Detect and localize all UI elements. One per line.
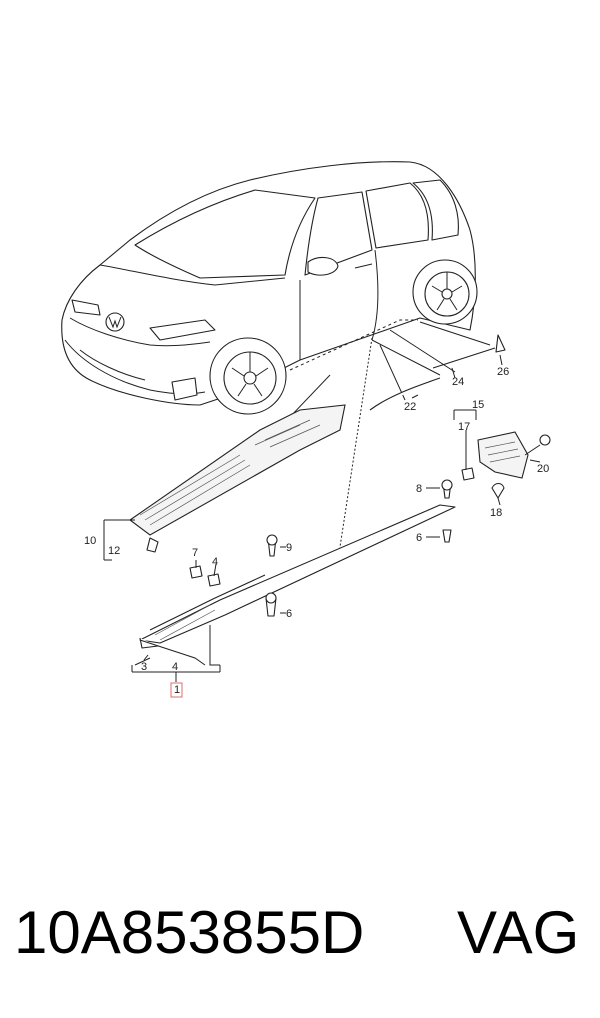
callout-18: 18 xyxy=(490,507,502,519)
callout-labels: 1 3 4 4 6 6 7 8 9 10 12 15 17 18 20 22 2… xyxy=(84,366,549,698)
callout-7: 7 xyxy=(192,547,198,559)
callout-4-clip: 4 xyxy=(212,556,218,568)
fasteners xyxy=(189,479,453,617)
callout-17: 17 xyxy=(458,421,470,433)
brand-label: VAG xyxy=(457,899,580,966)
car-illustration xyxy=(61,161,491,415)
outer-sill-panel xyxy=(139,504,456,649)
callout-26: 26 xyxy=(497,366,509,378)
inner-sill-trim xyxy=(129,404,346,553)
callout-20: 20 xyxy=(537,463,549,475)
callout-1: 1 xyxy=(174,684,180,696)
callout-8: 8 xyxy=(416,483,422,495)
moulding-strips xyxy=(369,334,506,411)
callout-1-highlight xyxy=(170,682,183,698)
callout-24: 24 xyxy=(452,376,464,388)
callout-3: 3 xyxy=(141,661,147,673)
callout-leaders xyxy=(103,354,541,682)
callout-4-bottom: 4 xyxy=(172,661,178,673)
callout-22: 22 xyxy=(404,401,416,413)
callout-9: 9 xyxy=(286,542,292,554)
parts-diagram: 1 3 4 4 6 6 7 8 9 10 12 15 17 18 20 22 2… xyxy=(61,161,551,698)
callout-10: 10 xyxy=(84,535,96,547)
callout-12: 12 xyxy=(108,545,120,557)
bracket-assembly xyxy=(461,431,551,499)
callout-6-rear: 6 xyxy=(416,532,422,544)
part-number-label: 10A853855D xyxy=(14,899,365,966)
callout-6-bolt: 6 xyxy=(286,608,292,620)
callout-15: 15 xyxy=(472,399,484,411)
